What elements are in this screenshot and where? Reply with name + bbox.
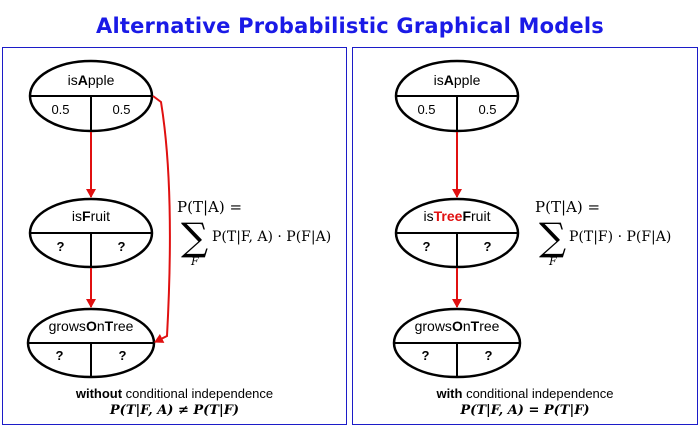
sum-symbol: ∑: [539, 215, 567, 259]
node-isfruit-label: isFruit: [71, 208, 111, 224]
growsontree-cell-true: ?: [55, 348, 64, 363]
node-isapple-label: isApple: [433, 72, 481, 88]
formula-lhs: P(T|A) =: [177, 198, 243, 216]
istreefruit-cell-true: ?: [422, 239, 431, 254]
istreefruit-cell-false: ?: [483, 239, 492, 254]
isfruit-cell-false: ?: [117, 239, 126, 254]
formula-sum-index: F: [191, 255, 199, 268]
node-growsontree-label: growsOnTree: [48, 318, 134, 334]
isfruit-cell-true: ?: [56, 239, 65, 254]
node-isapple-shape: [28, 59, 154, 133]
node-istreefruit-label: isTreeFruit: [423, 208, 491, 224]
panel-without-independence: isApple 0.5 0.5 isFruit ? ? growsOnTree …: [2, 47, 347, 425]
arrow-apple-to-tree: [152, 95, 171, 343]
formula-rhs: P(T|F) · P(F|A): [569, 229, 672, 245]
growsontree-cell-false: ?: [484, 348, 493, 363]
formula-lhs: P(T|A) =: [535, 198, 601, 216]
growsontree-cell-true: ?: [421, 348, 430, 363]
caption-math: P(T|F, A) = P(T|F): [460, 403, 590, 418]
formula-sum-index: F: [549, 255, 557, 268]
panel-with-independence: isApple 0.5 0.5 isTreeFruit ? ? growsOnT…: [352, 47, 698, 425]
caption-math: P(T|F, A) ≠ P(T|F): [109, 403, 240, 418]
caption-text: without conditional independence: [75, 386, 274, 401]
formula-rhs: P(T|F, A) · P(F|A): [212, 229, 332, 245]
right-graph-lines: [392, 59, 522, 379]
isapple-cell-true: 0.5: [51, 102, 70, 117]
node-isfruit-shape: [28, 197, 154, 269]
sum-symbol: ∑: [181, 215, 209, 259]
node-growsontree-shape: [392, 307, 522, 379]
caption-text: with conditional independence: [436, 386, 614, 401]
growsontree-cell-false: ?: [118, 348, 127, 363]
node-isapple-shape: [394, 59, 520, 133]
isapple-cell-false: 0.5: [478, 102, 497, 117]
left-graph-lines: [26, 59, 171, 379]
isapple-cell-true: 0.5: [417, 102, 436, 117]
page-title: Alternative Probabilistic Graphical Mode…: [96, 14, 604, 38]
node-growsontree-shape: [26, 307, 156, 379]
node-growsontree-label: growsOnTree: [414, 318, 500, 334]
node-istreefruit-shape: [394, 197, 520, 269]
isapple-cell-false: 0.5: [112, 102, 131, 117]
node-isapple-label: isApple: [67, 72, 115, 88]
